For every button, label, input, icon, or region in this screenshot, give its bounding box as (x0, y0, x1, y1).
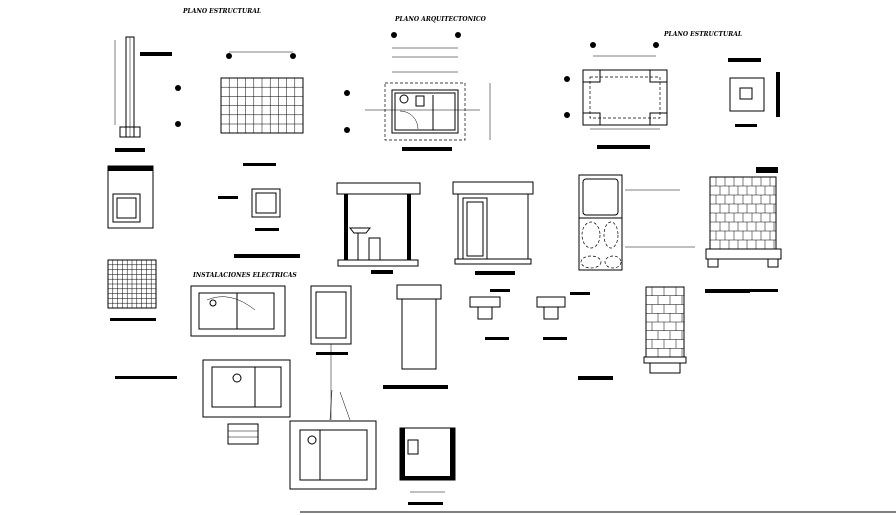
label-bar (115, 376, 177, 379)
electrical-plan-1 (190, 285, 286, 337)
label-bar (234, 254, 300, 258)
title-electrical: INSTALACIONES ELECTRICAS (192, 272, 297, 279)
door-elevation (310, 285, 352, 420)
slab-reinforcement-grid (107, 259, 157, 321)
bathroom-section (336, 182, 421, 274)
column-elevation (114, 36, 172, 152)
footing-detail (728, 58, 780, 127)
tall-wall-elevation (643, 286, 687, 374)
beam-detail-2 (536, 292, 590, 340)
label-bar (578, 376, 613, 380)
label-bar (733, 289, 778, 292)
title-architectural: PLANO ARQUITECTONICO (394, 16, 487, 23)
electrical-plan-3 (289, 389, 377, 490)
title-structural-right: PLANO ESTRUCTURAL (663, 31, 742, 38)
electrical-plan-2 (202, 359, 291, 445)
label-bar (705, 289, 750, 293)
beam-column-elevation (383, 284, 448, 389)
septic-tank-section (399, 427, 456, 505)
title-structural-left: PLANO ESTRUCTURAL (182, 8, 261, 15)
small-column-section (218, 188, 281, 231)
foundation-plan (564, 42, 668, 149)
column-section (107, 165, 154, 229)
front-elevation (452, 181, 534, 275)
block-wall-elevation (705, 167, 782, 268)
architectural-floor-plan (344, 32, 491, 151)
footing-section (578, 174, 695, 271)
beam-detail-1 (469, 289, 510, 340)
structural-floor-plan (175, 51, 304, 166)
